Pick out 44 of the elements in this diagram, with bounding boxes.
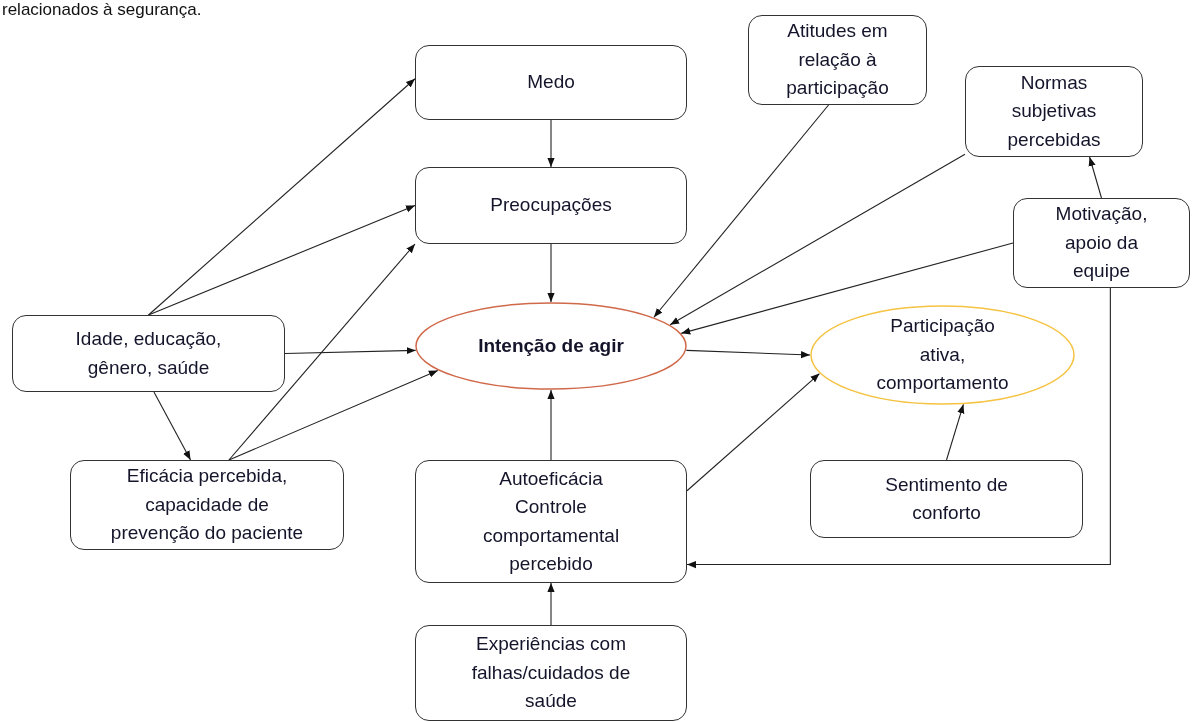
arrow	[686, 287, 1111, 569]
node-text: Atitudes em relação à participação	[785, 19, 890, 101]
process-box	[1013, 198, 1190, 288]
node-text: Controle comportamental percebido	[481, 495, 621, 576]
ellipse-node	[415, 302, 687, 390]
arrow	[547, 119, 555, 168]
node-text: Motivação, apoio da equipe	[1054, 202, 1149, 284]
process-box	[415, 625, 687, 721]
arrow	[945, 403, 965, 461]
node-text: Participação ativa, comportamento	[875, 314, 1010, 396]
note-text: relacionados à segurança.	[2, 0, 202, 20]
arrow	[547, 389, 555, 461]
process-box	[70, 460, 344, 550]
process-box	[12, 315, 285, 392]
arrow	[686, 373, 821, 492]
arrow	[547, 243, 555, 303]
process-box	[748, 15, 927, 105]
arrow	[547, 582, 555, 626]
process-box	[415, 167, 687, 244]
arrow	[1088, 156, 1103, 199]
arrow	[669, 153, 966, 326]
arrow	[147, 204, 416, 316]
process-box	[965, 66, 1143, 157]
node-text: Medo	[527, 70, 575, 95]
arrow	[284, 347, 417, 355]
process-box	[810, 460, 1083, 538]
node-text: Idade, educação, gênero, saúde	[74, 327, 223, 380]
node-text: Preocupações	[490, 193, 612, 218]
arrow	[680, 242, 1014, 335]
ellipse-node	[810, 305, 1075, 405]
process-box	[415, 45, 687, 120]
node-text: Normas subjetivas percebidas	[1006, 70, 1102, 152]
process-box	[415, 460, 687, 583]
arrow	[653, 104, 830, 318]
arrow	[153, 391, 192, 461]
arrow	[228, 243, 416, 461]
node-text: Experiências com falhas/cuidados de saúde	[470, 632, 632, 714]
node-text: Sentimento de conforto	[884, 472, 1009, 525]
node-text: Eficácia percebida, capacidade de prevenção do paciente	[109, 464, 305, 546]
arrow	[147, 78, 416, 316]
arrow	[228, 369, 439, 461]
node-text: Autoeficácia	[499, 466, 603, 491]
arrow	[685, 349, 811, 359]
node-text: Intenção de agir	[478, 333, 624, 358]
